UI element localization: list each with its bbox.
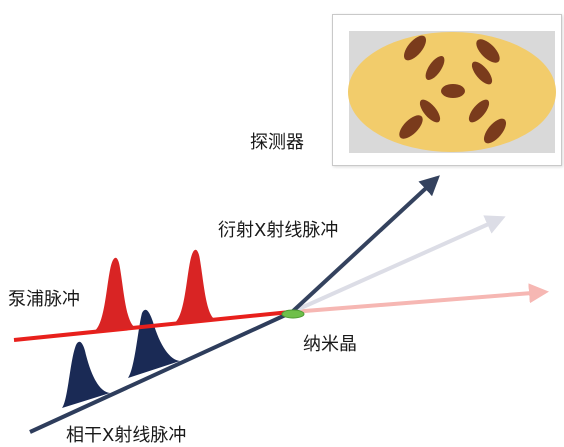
pump-beam — [13, 310, 291, 342]
label-pump-pulse: 泵浦脉冲 — [8, 289, 80, 310]
pump-pulse-2 — [172, 249, 216, 324]
label-coherent-pulse: 相干X射线脉冲 — [66, 425, 187, 446]
xray-incident-beam — [29, 310, 293, 434]
pump-pulse-1 — [92, 257, 136, 332]
transmitted-pump-beam — [291, 283, 549, 314]
diffraction-spot — [441, 84, 465, 98]
label-diffracted-pulse: 衍射X射线脉冲 — [218, 220, 339, 241]
label-detector: 探测器 — [250, 132, 304, 153]
detector-panel — [332, 14, 562, 166]
diffraction-spot — [471, 61, 493, 85]
diffraction-spot — [419, 99, 441, 123]
label-nanocrystal: 纳米晶 — [303, 334, 357, 355]
diffraction-spot — [403, 35, 427, 61]
diffraction-pattern — [348, 32, 556, 152]
diffraction-spot — [476, 39, 500, 63]
diffraction-spot — [468, 99, 490, 123]
diffraction-spot — [425, 56, 445, 80]
xray-pulse-1 — [62, 341, 110, 408]
diffraction-spot — [483, 118, 507, 144]
diffracted-faint-beam — [291, 215, 506, 314]
nanocrystal-sample — [281, 309, 305, 319]
diffracted-main-beam — [290, 175, 440, 314]
diffraction-spot — [399, 115, 423, 139]
